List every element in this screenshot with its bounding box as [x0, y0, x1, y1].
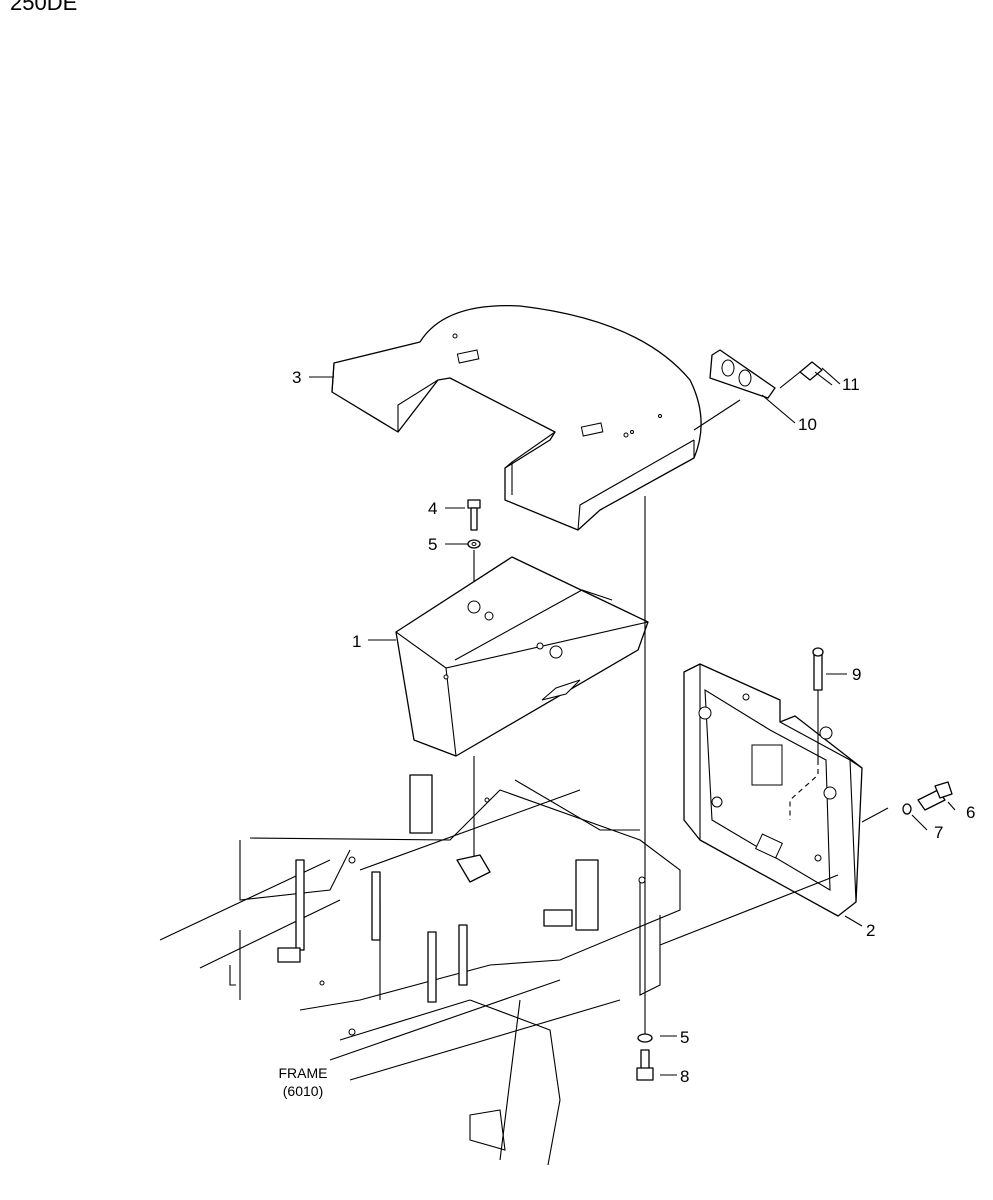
leader-lines — [309, 371, 956, 1076]
callout-2: 2 — [866, 921, 875, 940]
callout-5-top: 5 — [428, 535, 437, 554]
part-7-washer — [902, 803, 912, 815]
callout-1: 1 — [352, 632, 361, 651]
part-11-bolt — [779, 361, 841, 389]
part-5-washer-top — [467, 539, 481, 549]
part-4-bolt — [467, 499, 481, 531]
frame-code: (6010) — [283, 1083, 323, 1099]
callout-4: 4 — [428, 499, 437, 518]
part-6-bolt — [917, 781, 953, 811]
callout-8: 8 — [680, 1067, 689, 1086]
part-5-washer-bottom — [637, 1033, 653, 1043]
frame-label: FRAME — [279, 1065, 328, 1081]
callout-6: 6 — [966, 803, 975, 822]
callout-11: 11 — [842, 375, 860, 394]
part-9-bolt — [812, 647, 824, 691]
part-2-side-plate — [683, 663, 863, 917]
callout-9: 9 — [852, 665, 861, 684]
part-10-bracket — [709, 349, 776, 399]
model-label: 250DE — [10, 0, 77, 15]
callout-3: 3 — [292, 368, 301, 387]
callout-7: 7 — [934, 823, 943, 842]
part-8-bolt — [636, 1049, 654, 1081]
part-3-cover — [331, 304, 702, 531]
part-1-block — [395, 556, 649, 757]
callout-5-bottom: 5 — [680, 1028, 689, 1047]
callout-10: 10 — [798, 415, 817, 434]
frame-structure — [159, 774, 681, 1166]
